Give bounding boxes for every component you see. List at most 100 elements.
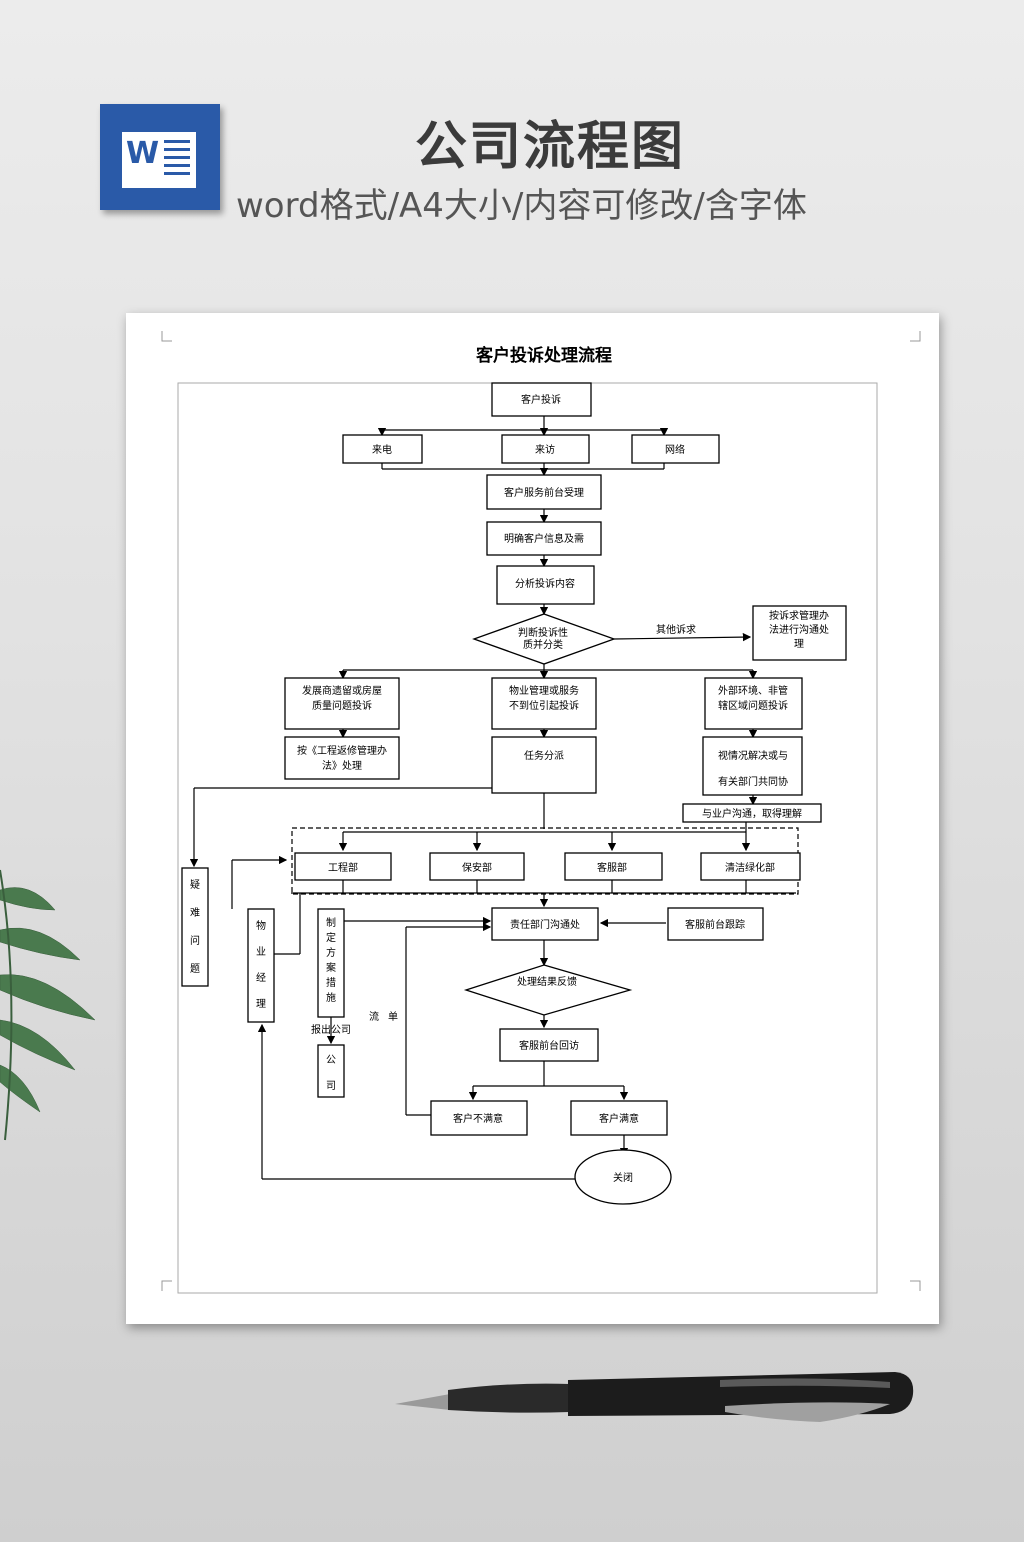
label-engineering-rule: 法》处理 xyxy=(322,759,362,772)
label-difficult: 疑 xyxy=(190,879,200,891)
node-responsible xyxy=(491,907,599,941)
node-engineering-rule xyxy=(284,736,400,780)
label-difficult: 问 xyxy=(190,934,200,947)
label-plan: 措 xyxy=(326,976,336,989)
label-other: 按诉求管理办 xyxy=(769,609,829,622)
label-plan: 施 xyxy=(326,991,336,1004)
label-depts-resolve: 有关部门共同协 xyxy=(718,775,788,788)
node-property-mgmt xyxy=(491,677,597,730)
node-call xyxy=(342,434,423,464)
label-close: 关闭 xyxy=(613,1171,633,1184)
label-plan: 制 xyxy=(326,916,336,929)
diagram-frame xyxy=(177,382,878,1294)
node-feedback xyxy=(463,964,633,1016)
label-report-label: 报出公司 xyxy=(311,1023,351,1036)
label-company: 司 xyxy=(326,1081,336,1092)
page-subtitle: word格式/A4大小/内容可修改/含字体 xyxy=(236,186,807,226)
label-dev-quality: 发展商遗留或房屋 xyxy=(302,684,382,697)
label-call: 来电 xyxy=(372,443,392,456)
label-record: 明确客户信息及需 xyxy=(504,532,584,545)
label-manager: 经 xyxy=(256,971,266,984)
node-start xyxy=(491,382,592,417)
label-property-mgmt: 不到位引起投诉 xyxy=(509,699,579,712)
label-difficult: 题 xyxy=(190,963,200,975)
label-depts-resolve: 视情况解决或与 xyxy=(718,749,788,762)
word-document-shape: W xyxy=(122,132,196,188)
diagram-title: 客户投诉处理流程 xyxy=(475,345,612,366)
label-other-label: 其他诉求 xyxy=(656,623,696,636)
node-unsatisfied xyxy=(430,1100,528,1136)
label-responsible: 责任部门沟通处 xyxy=(510,918,580,931)
node-plan xyxy=(317,908,345,1018)
label-unsatisfied: 客户不满意 xyxy=(453,1112,503,1125)
node-reception xyxy=(486,474,602,510)
node-dispatch xyxy=(491,736,597,794)
node-dev-quality xyxy=(284,677,400,730)
label-other: 法进行沟通处 xyxy=(769,623,829,636)
node-difficult xyxy=(181,867,209,987)
label-reception: 客户服务前台受理 xyxy=(504,486,584,499)
label-property-mgmt: 物业管理或服务 xyxy=(509,684,579,697)
node-depts-resolve xyxy=(702,736,803,796)
word-line xyxy=(164,156,190,159)
word-line xyxy=(164,172,190,175)
word-letter: W xyxy=(126,136,160,171)
label-route-label: 单 xyxy=(388,1011,398,1023)
label-dev-quality: 质量问题投诉 xyxy=(312,699,372,712)
node-dept-eng xyxy=(294,852,392,881)
label-difficult: 难 xyxy=(190,907,200,919)
node-close xyxy=(574,1149,672,1205)
node-other xyxy=(752,605,847,661)
label-other: 理 xyxy=(794,638,804,650)
label-manager: 业 xyxy=(256,946,266,958)
node-judge xyxy=(472,613,616,665)
label-plan: 定 xyxy=(326,931,336,944)
node-dept-cs xyxy=(564,852,663,881)
node-web xyxy=(631,434,720,464)
node-external xyxy=(704,677,803,730)
pen-decoration xyxy=(395,1372,914,1422)
label-callback: 客服前台回访 xyxy=(519,1039,579,1052)
label-track: 客服前台跟踪 xyxy=(685,918,745,931)
label-dept-clean: 清洁绿化部 xyxy=(725,861,775,874)
label-web: 网络 xyxy=(665,443,685,456)
node-visit xyxy=(501,434,590,464)
word-line xyxy=(164,140,190,143)
label-dispatch: 任务分派 xyxy=(524,749,564,762)
label-dept-cs: 客服部 xyxy=(597,861,627,874)
node-dept-clean xyxy=(700,852,801,881)
node-satisfied xyxy=(570,1100,668,1136)
label-feedback: 处理结果反馈 xyxy=(517,975,577,988)
label-start: 客户投诉 xyxy=(521,393,561,406)
document-page: 客户投诉处理流程 xyxy=(126,313,939,1324)
label-plan: 方 xyxy=(326,946,336,959)
node-dept-security xyxy=(429,852,525,881)
label-dept-eng: 工程部 xyxy=(328,861,358,874)
node-callback xyxy=(499,1028,599,1062)
node-manager xyxy=(247,908,275,1023)
node-track xyxy=(667,907,764,941)
node-analyze xyxy=(496,565,595,605)
node-company xyxy=(317,1044,345,1098)
label-route-label: 流 xyxy=(369,1010,379,1023)
word-line xyxy=(164,148,190,151)
label-judge: 质并分类 xyxy=(523,638,563,651)
label-manager: 理 xyxy=(256,998,266,1010)
crop-marks xyxy=(161,331,921,1291)
label-external: 辖区域问题投诉 xyxy=(718,699,788,712)
label-judge: 判断投诉性 xyxy=(518,626,568,639)
node-owner-comm xyxy=(682,803,822,823)
label-visit: 来访 xyxy=(535,444,555,456)
label-analyze: 分析投诉内容 xyxy=(515,577,575,590)
label-company: 公 xyxy=(326,1055,336,1066)
label-engineering-rule: 按《工程返修管理办 xyxy=(297,744,387,757)
label-manager: 物 xyxy=(256,919,266,932)
page-title: 公司流程图 xyxy=(414,117,685,177)
label-plan: 案 xyxy=(326,961,336,974)
leaf-decoration xyxy=(0,869,96,1141)
label-satisfied: 客户满意 xyxy=(599,1112,639,1125)
label-dept-security: 保安部 xyxy=(462,861,492,874)
label-owner-comm: 与业户沟通，取得理解 xyxy=(702,807,802,820)
word-line xyxy=(164,164,190,167)
word-icon: W xyxy=(100,104,220,210)
